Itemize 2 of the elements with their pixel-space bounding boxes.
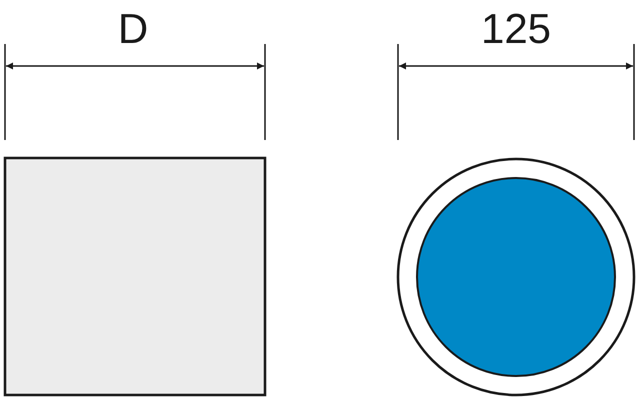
dimension-label: D — [118, 8, 148, 50]
dimension-label: 125 — [480, 8, 552, 50]
